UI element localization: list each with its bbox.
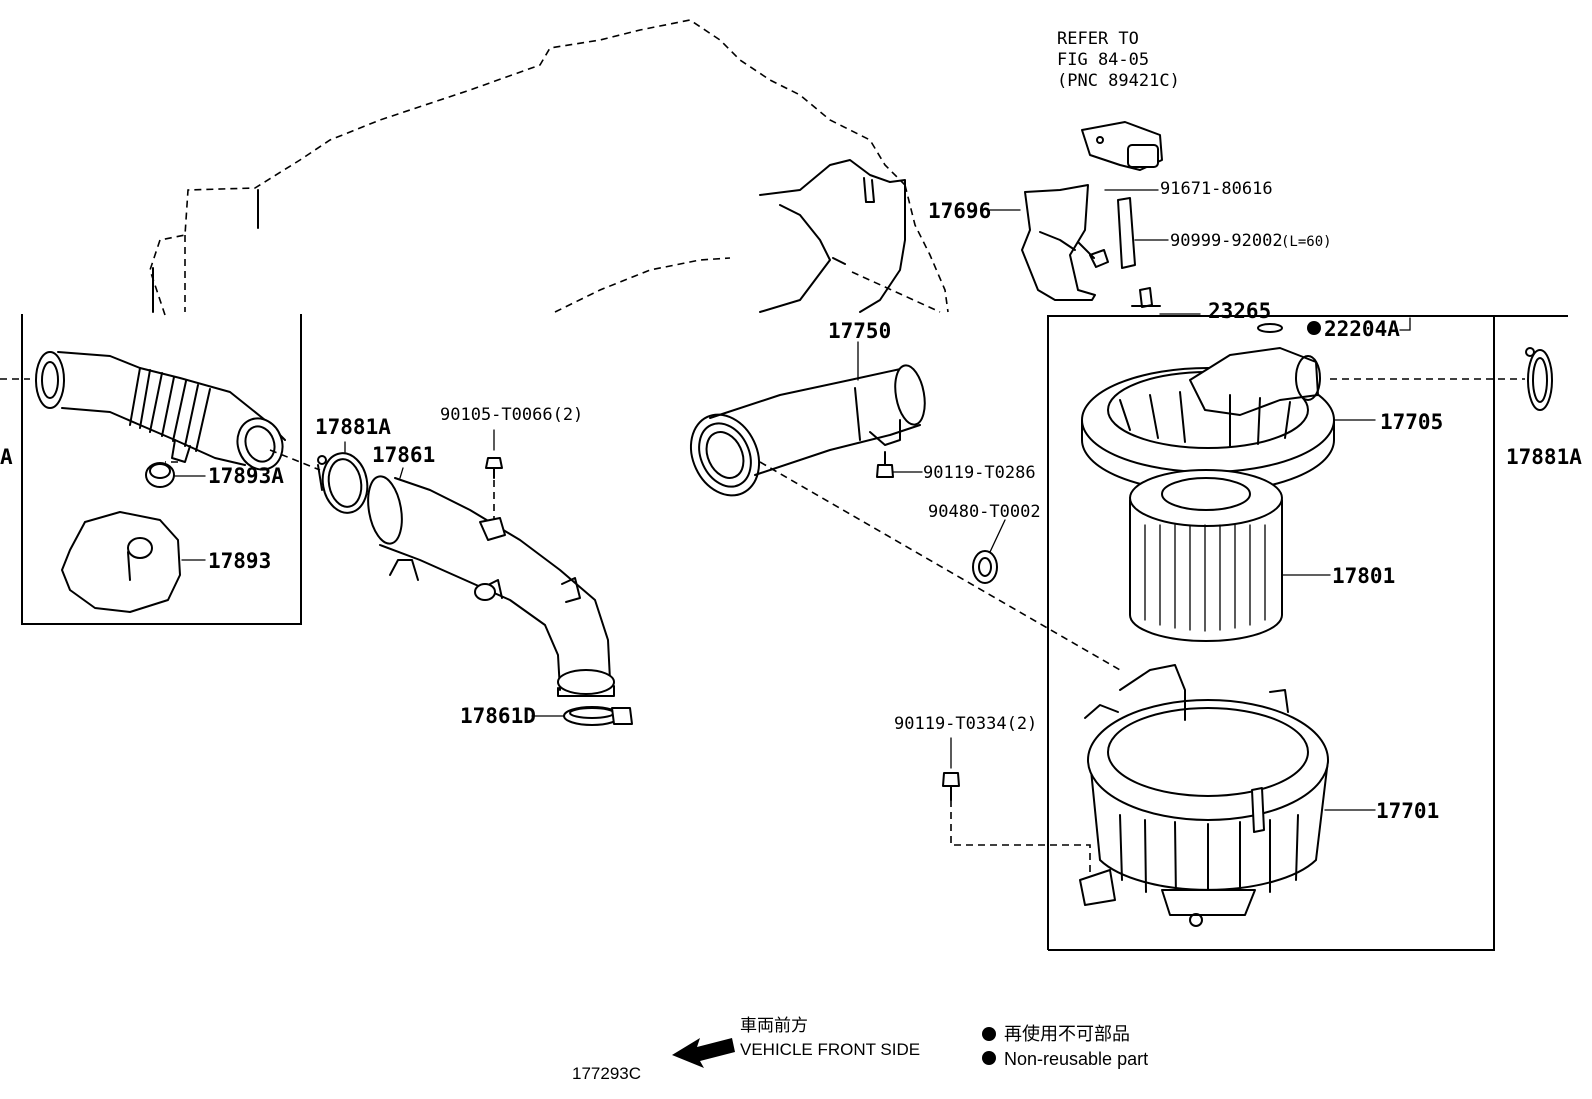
figure-id: 177293C [572, 1064, 641, 1083]
label-17881A-left: 17881A [315, 415, 391, 439]
right-group-box [1047, 315, 1568, 951]
clamp-17881A-left [269, 441, 369, 514]
legend-label-en: Non-reusable part [1004, 1049, 1148, 1069]
label-23265: 23265 [1208, 299, 1271, 323]
non-reusable-bullet-icon [982, 1051, 996, 1065]
intake-bracket [759, 159, 941, 313]
left-group-box [0, 314, 302, 625]
label-17701: 17701 [1376, 799, 1439, 823]
legend: 再使用不可部品 Non-reusable part [982, 1024, 1148, 1069]
bolt-91671 [1077, 189, 1159, 268]
non-reusable-bullet-icon [982, 1027, 996, 1041]
tube-17750 [689, 341, 1121, 671]
gasket-22204A [1257, 321, 1321, 335]
hose-90999 [1117, 197, 1169, 269]
label-90999-92002: 90999-92002 [1170, 231, 1283, 251]
label-17801: 17801 [1332, 564, 1395, 588]
label-91671-80616: 91671-80616 [1160, 179, 1273, 199]
label-17861: 17861 [372, 443, 435, 467]
label-90105-T0066: 90105-T0066(2) [440, 405, 583, 425]
clamp-17861D [531, 706, 633, 726]
bracket-17696 [989, 184, 1096, 301]
vehicle-front-indicator: 車両前方 VEHICLE FRONT SIDE 177293C [572, 1016, 920, 1083]
label-17750: 17750 [828, 319, 891, 343]
bolt-90119-T0286 [876, 451, 923, 478]
reference-line-1: REFER TO [1057, 29, 1139, 49]
clamp-17893A [145, 461, 206, 488]
bolt-90105 [485, 429, 503, 520]
label-17861D: 17861D [460, 704, 536, 728]
part-labels: REFER TO FIG 84-05 (PNC 89421C) 17696 91… [0, 29, 1582, 823]
label-22204A: 22204A [1324, 317, 1400, 341]
case-17701 [1079, 664, 1376, 927]
label-90480-T0002: 90480-T0002 [928, 502, 1041, 522]
cap-17705 [1081, 347, 1525, 493]
label-17705: 17705 [1380, 410, 1443, 434]
clamp-17881A-right [1525, 347, 1553, 411]
bolt-90119-T0334 [942, 737, 1091, 900]
direction-label-en: VEHICLE FRONT SIDE [740, 1040, 920, 1059]
label-edge-left: A [0, 445, 13, 469]
front-direction-arrow-icon [672, 1038, 735, 1068]
pipe-17861 [367, 467, 615, 697]
label-90999-length: (L=60) [1281, 234, 1332, 250]
sensor-23265 [1131, 287, 1201, 315]
direction-label-jp: 車両前方 [740, 1016, 808, 1035]
label-17881A-right: 17881A [1506, 445, 1582, 469]
legend-label-jp: 再使用不可部品 [1004, 1024, 1130, 1044]
reference-line-3: (PNC 89421C) [1057, 71, 1180, 91]
intake-hose [35, 351, 286, 471]
label-17696: 17696 [928, 199, 991, 223]
reference-line-2: FIG 84-05 [1057, 50, 1149, 70]
label-90119-T0286: 90119-T0286 [923, 463, 1036, 483]
engine-outline [149, 19, 949, 316]
cap-17893 [61, 511, 206, 613]
grommet-90480 [972, 519, 1006, 584]
label-17893A: 17893A [208, 464, 284, 488]
label-90119-T0334: 90119-T0334(2) [894, 714, 1037, 734]
filter-17801 [1129, 469, 1331, 642]
sensor-89421C [1081, 121, 1163, 171]
label-17893: 17893 [208, 549, 271, 573]
